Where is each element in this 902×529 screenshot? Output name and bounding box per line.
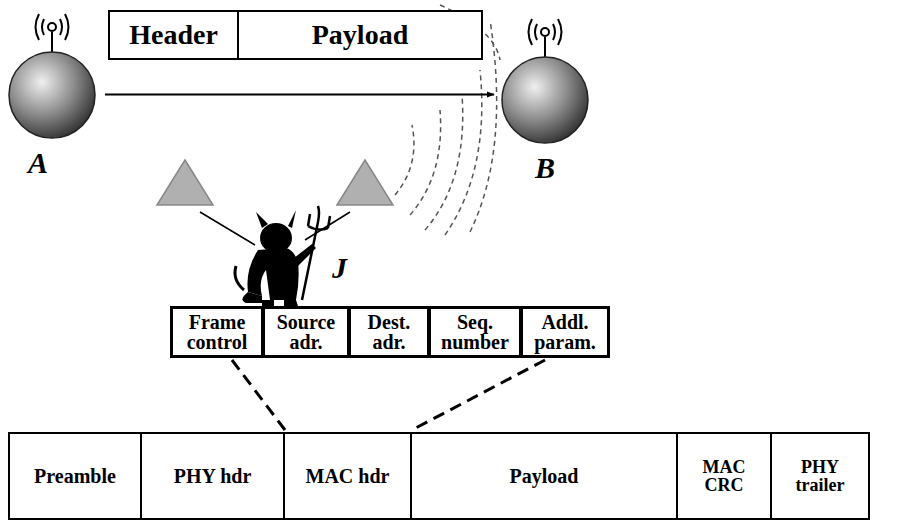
frame-header: Header: [108, 10, 239, 60]
mac-field: Frame control: [170, 306, 264, 358]
frame-field: PHY hdr: [140, 432, 285, 520]
field-label: Payload: [507, 466, 582, 486]
mac-field: Seq. number: [428, 306, 522, 358]
antenna-icon: [529, 19, 562, 57]
jammer-antenna: [157, 160, 213, 205]
node-sphere: B: [500, 55, 590, 145]
sphere-shape: [500, 55, 590, 145]
transmission-arrow: [105, 94, 494, 96]
field-label: PHY hdr: [171, 466, 255, 486]
mac-field: Source adr.: [262, 306, 350, 358]
field-label: Source adr.: [265, 312, 347, 352]
field-label: MAC CRC: [678, 458, 770, 494]
node-letter: B: [535, 153, 555, 183]
node-letter: J: [332, 253, 347, 283]
node-sphere: A: [7, 50, 97, 140]
field-label: Frame control: [173, 312, 261, 352]
node-letter: A: [28, 148, 48, 178]
zoom-lines: [232, 360, 545, 430]
frame-field: Preamble: [8, 432, 142, 520]
field-label: PHY trailer: [772, 458, 868, 494]
frame-payload: Payload: [237, 10, 483, 60]
field-label: Header: [126, 21, 221, 49]
field-label: Addl. param.: [523, 312, 607, 352]
sphere-shape: [7, 50, 97, 140]
field-label: Seq. number: [431, 312, 519, 352]
field-label: Payload: [309, 21, 411, 49]
frame-field: Payload: [410, 432, 678, 520]
mac-field: Dest. adr.: [348, 306, 430, 358]
field-label: MAC hdr: [303, 466, 393, 486]
jammer-antenna: [337, 160, 393, 205]
field-label: Preamble: [31, 466, 119, 486]
frame-field: MAC hdr: [283, 432, 412, 520]
field-label: Dest. adr.: [351, 312, 427, 352]
frame-field: PHY trailer: [770, 432, 870, 520]
antenna-wire: [200, 212, 255, 245]
pitchfork: [302, 206, 330, 300]
mac-field: Addl. param.: [520, 306, 610, 358]
jammer: J: [232, 208, 332, 308]
antenna-icon: [36, 14, 69, 52]
frame-field: MAC CRC: [676, 432, 772, 520]
